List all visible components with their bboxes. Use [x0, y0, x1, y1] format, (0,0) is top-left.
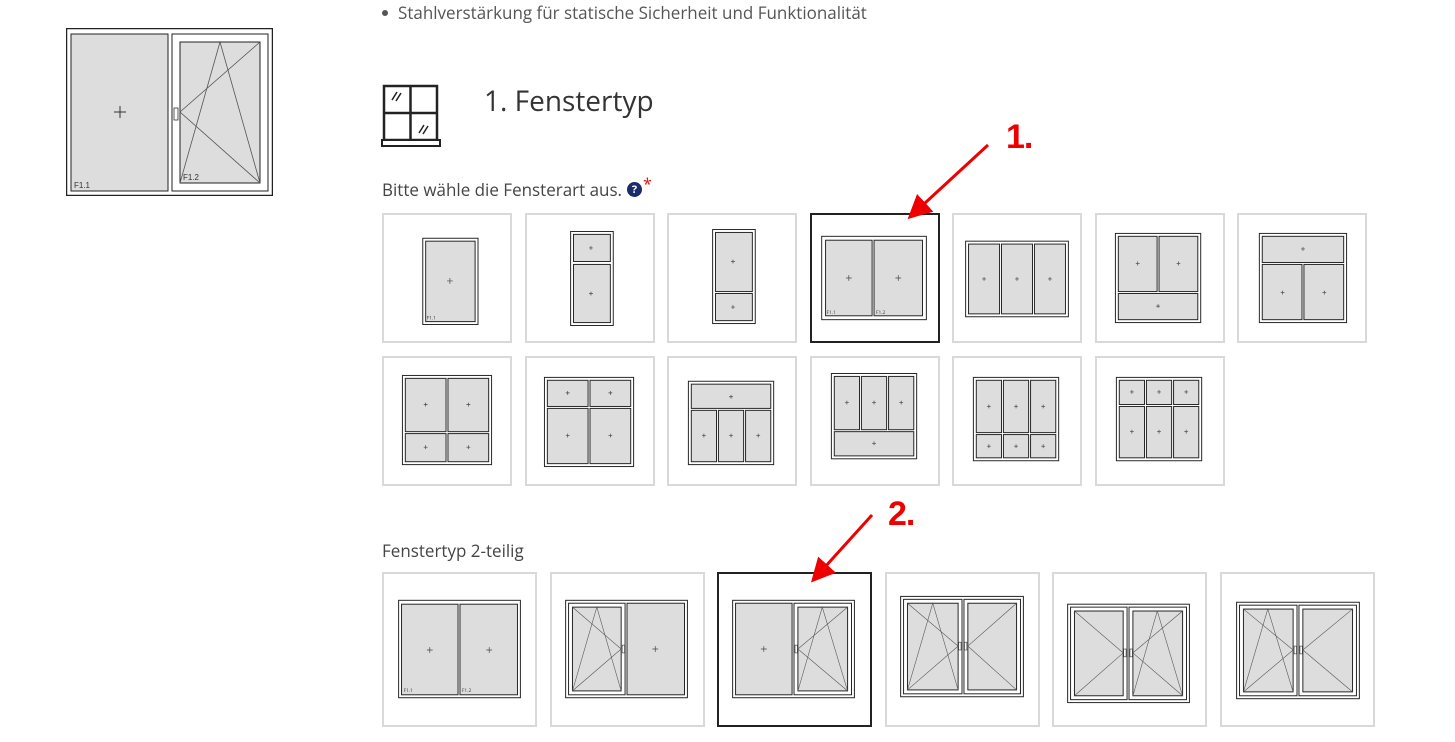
fensterart-label: Bitte wähle die Fensterart aus. ? * [382, 173, 652, 202]
window-icon [381, 84, 441, 150]
teilig-label: Fenstertyp 2-teilig [382, 539, 524, 562]
svg-text:F1.2: F1.2 [876, 310, 886, 316]
required-mark: * [643, 172, 652, 195]
fensterart-option-1[interactable]: F1.1 [382, 213, 512, 343]
section-title: 1. Fenstertyp [484, 82, 654, 120]
fensterart-option-4-selected[interactable]: F1.1 F1.2 [810, 213, 940, 343]
question-icon[interactable]: ? [627, 182, 643, 197]
fensterart-option-8[interactable] [382, 356, 512, 486]
teilig-option-4[interactable] [885, 572, 1040, 727]
fensterart-option-9[interactable] [525, 356, 655, 486]
fensterart-option-13[interactable] [1095, 356, 1225, 486]
teilig-option-1[interactable]: F1.1 F1.2 [382, 572, 537, 727]
teilig-option-2[interactable] [550, 572, 705, 727]
window-preview: F1.1 F1.2 [65, 27, 274, 197]
fensterart-option-12[interactable] [952, 356, 1082, 486]
feature-bullet: Stahlverstärkung für statische Sicherhei… [382, 1, 867, 24]
svg-text:F1.2: F1.2 [462, 688, 472, 694]
svg-text:F1.2: F1.2 [183, 173, 200, 182]
fensterart-option-11[interactable] [810, 356, 940, 486]
svg-text:F1.1: F1.1 [827, 310, 836, 316]
fensterart-option-2[interactable] [525, 213, 655, 343]
svg-text:F1.1: F1.1 [427, 316, 436, 322]
annotation-2: 2. [888, 495, 915, 533]
teilig-option-6[interactable] [1220, 572, 1375, 727]
fensterart-option-5[interactable] [952, 213, 1082, 343]
fensterart-option-3[interactable] [667, 213, 797, 343]
bullet-dot [382, 9, 388, 16]
fensterart-option-6[interactable] [1095, 213, 1225, 343]
svg-text:F1.1: F1.1 [403, 688, 412, 694]
fensterart-label-text: Bitte wähle die Fensterart aus. [382, 178, 623, 201]
teilig-option-3-selected[interactable] [717, 572, 872, 727]
fensterart-option-7[interactable] [1237, 213, 1367, 343]
svg-text:F1.1: F1.1 [74, 181, 91, 190]
annotation-1: 1. [1006, 118, 1033, 156]
feature-text: Stahlverstärkung für statische Sicherhei… [398, 1, 867, 24]
fensterart-option-10[interactable] [667, 356, 797, 486]
teilig-option-5[interactable] [1052, 572, 1207, 727]
